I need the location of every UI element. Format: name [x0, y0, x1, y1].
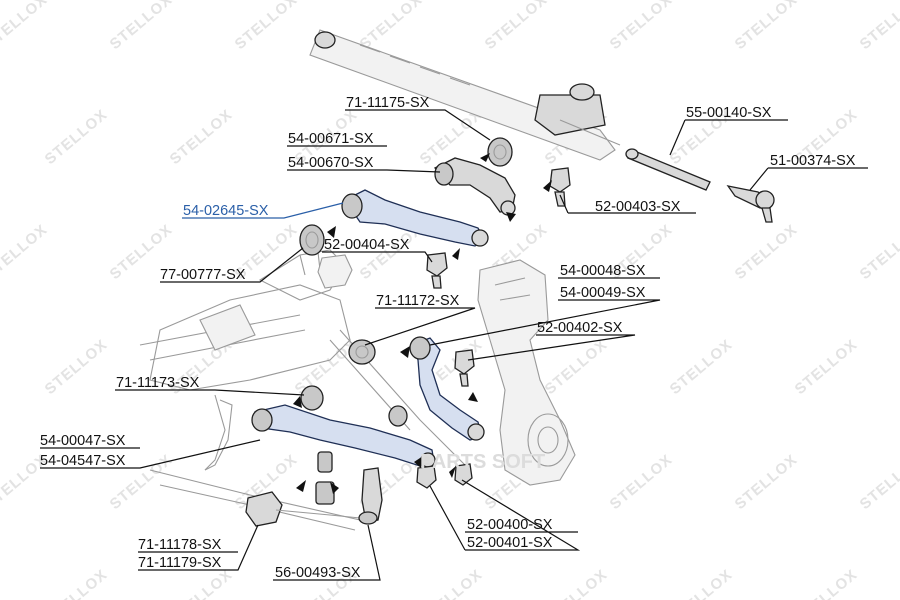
label-52-00403-sx[interactable]: 52-00403-SX	[595, 199, 681, 215]
label-71-11179-sx[interactable]: 71-11179-SX	[138, 555, 222, 571]
part-labels: 55-00140-SX 51-00374-SX 71-11175-SX 54-0…	[40, 95, 856, 581]
ball-joint-upper	[549, 167, 571, 207]
label-52-00401-sx[interactable]: 52-00401-SX	[467, 535, 553, 551]
watermark-text: STELLOX	[542, 566, 611, 600]
watermark-text: STELLOX	[0, 221, 51, 283]
ball-joint-front-upper	[426, 252, 448, 289]
upper-control-arm-rear	[433, 157, 516, 216]
label-71-11178-sx[interactable]: 71-11178-SX	[138, 537, 222, 553]
label-54-00048-sx[interactable]: 54-00048-SX	[560, 263, 646, 279]
steering-knuckle	[477, 259, 576, 486]
watermark-text: STELLOX	[857, 0, 900, 53]
watermark-text: STELLOX	[0, 0, 51, 53]
watermark-text: STELLOX	[232, 0, 301, 53]
label-55-00140-sx[interactable]: 55-00140-SX	[686, 105, 772, 121]
watermark-text: STELLOX	[857, 221, 900, 283]
inner-tie-rod	[625, 148, 711, 191]
bushing-upper	[487, 137, 513, 167]
watermark-text: STELLOX	[482, 0, 551, 53]
tie-rod-end	[726, 185, 775, 223]
bushing-lower-front	[348, 339, 376, 365]
lower-control-arm-rear	[251, 404, 436, 468]
label-52-00402-sx[interactable]: 52-00402-SX	[537, 320, 623, 336]
ball-joint-lower-rear	[416, 463, 473, 489]
assembly-arrows	[293, 153, 552, 494]
label-54-00671-sx[interactable]: 54-00671-SX	[288, 131, 374, 147]
label-54-02645-sx[interactable]: 54-02645-SX	[183, 203, 269, 219]
watermark-text: STELLOX	[792, 336, 861, 398]
watermark-text: STELLOX	[417, 566, 486, 600]
watermark-text: STELLOX	[167, 566, 236, 600]
watermark-text: STELLOX	[732, 451, 801, 513]
stabilizer-parts	[204, 399, 383, 527]
bushing-lower-rear	[300, 385, 408, 427]
ball-joint-lower-front	[454, 349, 475, 387]
watermark-text: STELLOX	[42, 566, 111, 600]
label-54-00049-sx[interactable]: 54-00049-SX	[560, 285, 646, 301]
watermark-text: STELLOX	[542, 336, 611, 398]
label-71-11173-sx[interactable]: 71-11173-SX	[116, 375, 200, 391]
label-71-11172-sx[interactable]: 71-11172-SX	[376, 293, 460, 309]
label-52-00400-sx[interactable]: 52-00400-SX	[467, 517, 553, 533]
watermark-text: STELLOX	[167, 106, 236, 168]
label-56-00493-sx[interactable]: 56-00493-SX	[275, 565, 361, 581]
watermark-text: STELLOX	[732, 0, 801, 53]
lower-control-arm-front	[409, 336, 485, 441]
label-52-00404-sx[interactable]: 52-00404-SX	[324, 237, 410, 253]
watermark-text: STELLOX	[42, 336, 111, 398]
watermark-text: STELLOX	[732, 221, 801, 283]
watermark-text: STELLOX	[607, 0, 676, 53]
partssoft-overlay: PARTS SOFT	[420, 451, 545, 473]
watermark-text: STELLOX	[107, 0, 176, 53]
upper-control-arm-front	[341, 189, 489, 247]
label-77-00777-sx[interactable]: 77-00777-SX	[160, 267, 246, 283]
steering-rack	[309, 29, 621, 161]
watermark-text: STELLOX	[667, 336, 736, 398]
bushing-front	[299, 224, 325, 256]
label-54-00670-sx[interactable]: 54-00670-SX	[288, 155, 374, 171]
label-54-04547-sx[interactable]: 54-04547-SX	[40, 453, 126, 469]
leader-lines	[40, 109, 868, 581]
watermark-text: STELLOX	[357, 0, 426, 53]
watermark-text: STELLOX	[792, 566, 861, 600]
label-54-00047-sx[interactable]: 54-00047-SX	[40, 433, 126, 449]
watermark-text: STELLOX	[667, 566, 736, 600]
label-51-00374-sx[interactable]: 51-00374-SX	[770, 153, 856, 169]
watermark-text: STELLOX	[42, 106, 111, 168]
label-71-11175-sx[interactable]: 71-11175-SX	[346, 95, 430, 111]
watermark-text: STELLOX	[857, 451, 900, 513]
watermark-text: STELLOX	[607, 451, 676, 513]
